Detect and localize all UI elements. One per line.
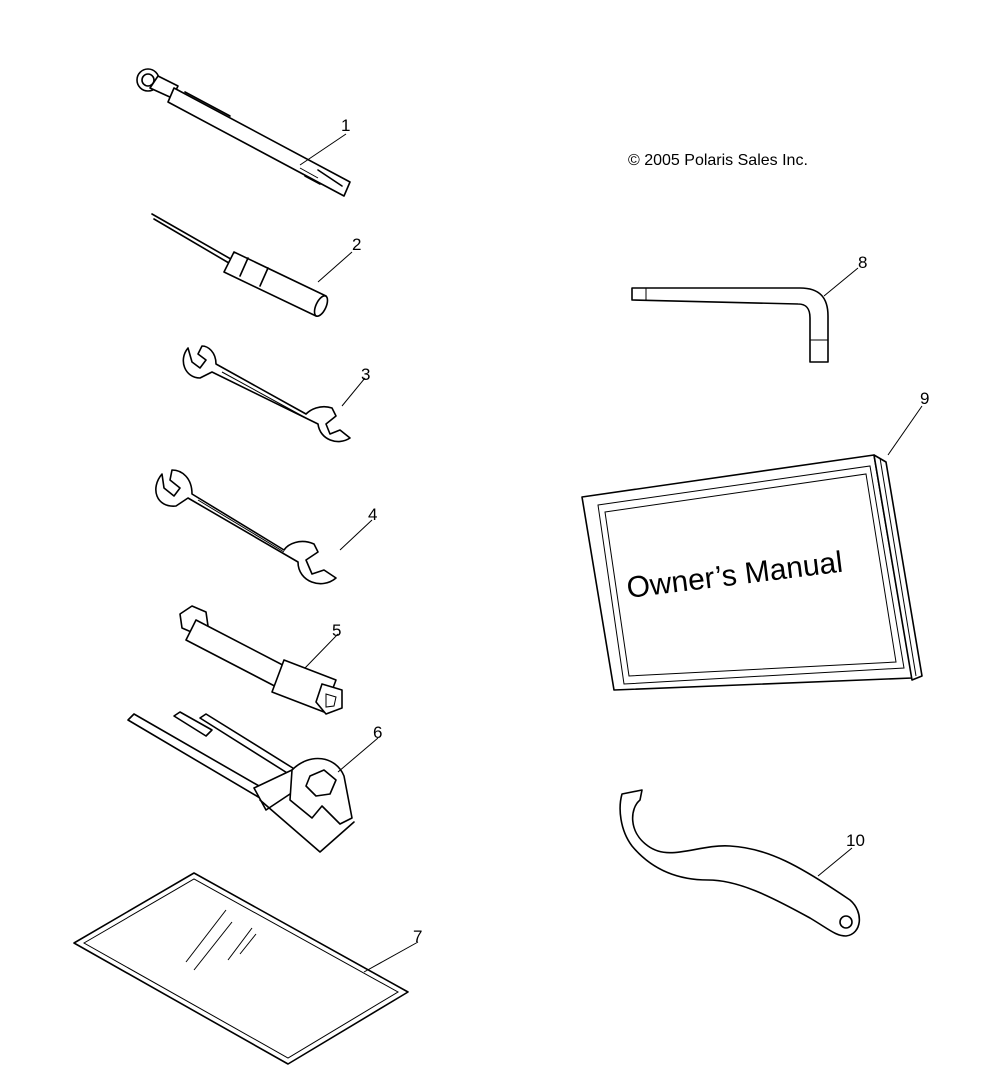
callout-7: 7 bbox=[413, 927, 422, 946]
callout-8: 8 bbox=[858, 253, 867, 272]
copyright-text: © 2005 Polaris Sales Inc. bbox=[628, 152, 808, 169]
hex-key-drawing bbox=[631, 287, 829, 363]
spanner-wrench-drawing bbox=[619, 789, 861, 937]
callout-2: 2 bbox=[352, 235, 361, 254]
callout-leader-9 bbox=[887, 405, 923, 456]
callout-leader-10 bbox=[817, 847, 853, 877]
tool-bag-drawing bbox=[73, 872, 409, 1065]
spark-plug-socket-wrench-drawing bbox=[179, 605, 343, 715]
callout-9: 9 bbox=[920, 389, 929, 408]
callout-leader-3 bbox=[341, 377, 366, 407]
callout-4: 4 bbox=[368, 505, 377, 524]
callout-leader-6 bbox=[337, 737, 379, 773]
callout-leader-8 bbox=[823, 267, 859, 297]
callout-leader-7 bbox=[363, 941, 419, 973]
owners-manual-drawing: Owner’s Manual bbox=[581, 454, 923, 691]
open-end-wrench-small-drawing bbox=[182, 345, 351, 443]
callout-leader-5 bbox=[304, 633, 339, 669]
callout-5: 5 bbox=[332, 621, 341, 640]
callout-leader-4 bbox=[339, 519, 373, 551]
callout-leader-1 bbox=[299, 133, 347, 166]
pressure-gauge-drawing bbox=[136, 68, 351, 197]
callout-6: 6 bbox=[373, 723, 382, 742]
callout-10: 10 bbox=[846, 831, 865, 850]
screwdriver-drawing bbox=[151, 213, 329, 317]
callout-leader-2 bbox=[317, 251, 353, 283]
wrench-holder-drawing bbox=[127, 711, 355, 853]
callout-3: 3 bbox=[361, 365, 370, 384]
open-end-wrench-large-drawing bbox=[155, 469, 337, 585]
callout-1: 1 bbox=[341, 116, 350, 135]
